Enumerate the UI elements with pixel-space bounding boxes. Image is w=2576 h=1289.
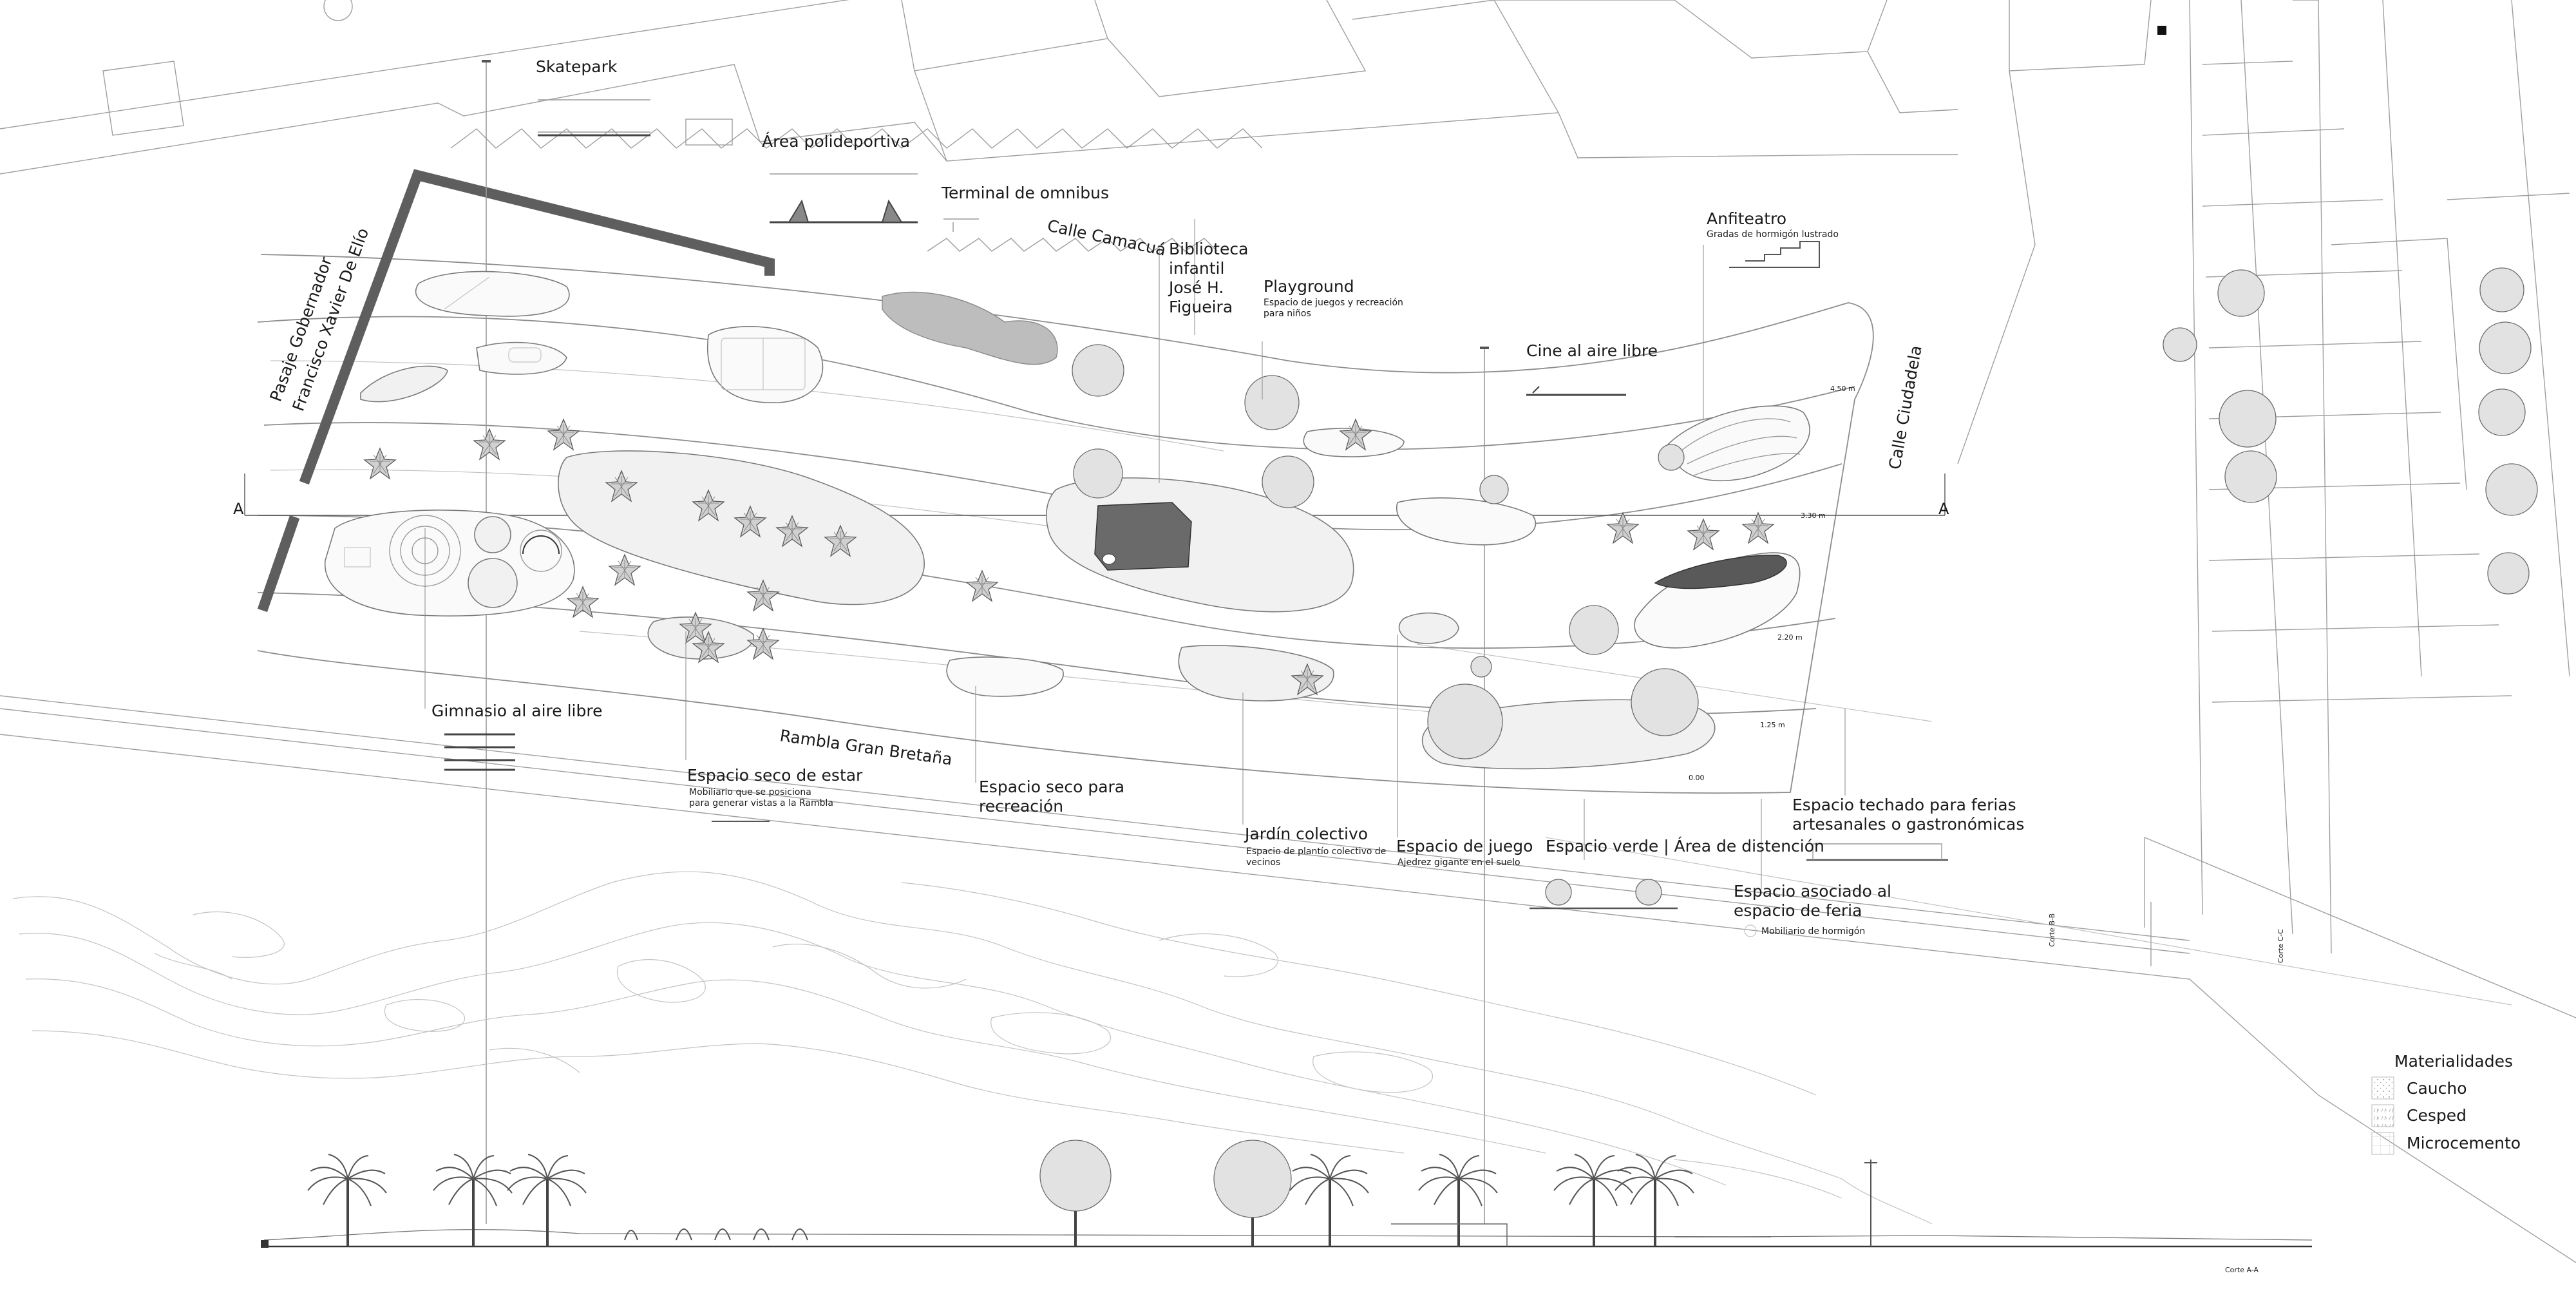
materials-legend: Materialidades Caucho Cesped Microcement… (2371, 1052, 2521, 1155)
library-roof (1094, 502, 1192, 571)
label-jardin: Jardín colectivo (1244, 825, 1368, 843)
label-seco-recreacion-1: Espacio seco para (979, 778, 1124, 796)
section-a-right: A (1938, 500, 1949, 518)
label-techado-2: artesanales o gastronómicas (1792, 815, 2024, 834)
label-feria-desc: Mobiliario de hormigón (1761, 926, 1865, 937)
water-feature (1654, 555, 1787, 589)
street-zigzag-edge (450, 128, 1263, 149)
label-verde: Espacio verde | Área de distención (1546, 837, 1824, 855)
coastline-contours (12, 871, 1933, 1225)
label-biblioteca-2: infantil (1169, 259, 1224, 278)
label-biblioteca-3: José H. (1168, 278, 1224, 297)
pond (882, 291, 1058, 365)
label-jardin-desc-2: vecinos (1246, 857, 1280, 868)
label-juego: Espacio de juego (1396, 837, 1533, 855)
label-playground: Playground (1264, 277, 1354, 296)
legend-item-cesped: Cesped (2407, 1106, 2467, 1125)
label-anfiteatro: Anfiteatro (1707, 209, 1786, 228)
level-mark-5: 0.00 (1689, 774, 1705, 782)
label-seco-estar-desc-2: para generar vistas a la Rambla (689, 798, 833, 808)
legend-swatch-microcemento (2371, 1132, 2394, 1155)
level-mark-2: 3.30 m (1801, 511, 1826, 520)
street-ciudadela: Calle Ciudadela (1885, 344, 1925, 471)
level-marks: 4.50 m 3.30 m 2.20 m 1.25 m 0.00 (1689, 385, 1855, 782)
level-mark-3: 2.20 m (1777, 633, 1803, 642)
label-seco-estar-desc-1: Mobiliario que se posiciona (689, 787, 811, 797)
street-camacua: Calle Camacuá (1046, 216, 1168, 260)
label-feria-1: Espacio asociado al (1734, 882, 1891, 901)
legend-item-caucho: Caucho (2407, 1079, 2467, 1098)
section-corte-bb: Corte B-B (2048, 913, 2056, 947)
section-corte-aa: Corte A-A (2225, 1266, 2259, 1274)
legend-item-microcemento: Microcemento (2407, 1134, 2521, 1152)
street-rambla: Rambla Gran Bretaña (779, 726, 953, 769)
label-skatepark: Skatepark (536, 57, 618, 76)
label-playground-desc-1: Espacio de juegos y recreación (1264, 298, 1403, 308)
section-a-left: A (233, 500, 244, 518)
legend-title: Materialidades (2394, 1052, 2513, 1071)
round-trees (1072, 267, 2538, 759)
leader-lines (424, 219, 1846, 889)
label-feria-2: espacio de feria (1734, 901, 1862, 920)
label-biblioteca-4: Figueira (1169, 298, 1233, 316)
area-labels: Skatepark Área polideportiva Terminal de… (431, 57, 2024, 937)
perimeter-wall-short (257, 515, 300, 613)
label-seco-recreacion-2: recreación (979, 797, 1063, 816)
perimeter-wall (299, 169, 775, 485)
label-jardin-desc-1: Espacio de plantío colectivo de (1246, 846, 1386, 857)
label-techado-1: Espacio techado para ferias (1792, 796, 2016, 814)
section-elevation (261, 1140, 2313, 1248)
label-anfiteatro-desc: Gradas de hormigón lustrado (1707, 229, 1839, 240)
level-mark-4: 1.25 m (1760, 721, 1785, 729)
legend-swatch-caucho (2371, 1076, 2394, 1100)
label-cine: Cine al aire libre (1526, 341, 1658, 360)
section-marks: A A Corte A-A Corte B-B Corte C-C (233, 500, 2285, 1274)
label-polideportiva: Área polideportiva (762, 132, 910, 151)
park-beds (325, 271, 1810, 770)
label-juego-desc: Ajedrez gigante en el suelo (1397, 857, 1520, 868)
level-mark-1: 4.50 m (1830, 385, 1855, 393)
label-gimnasio: Gimnasio al aire libre (431, 702, 602, 720)
label-sketches (444, 99, 1948, 910)
label-terminal: Terminal de omnibus (941, 184, 1109, 202)
label-playground-desc-2: para niños (1264, 309, 1311, 319)
section-corte-cc: Corte C-C (2277, 929, 2285, 963)
label-seco-estar: Espacio seco de estar (687, 766, 863, 785)
label-biblioteca-1: Biblioteca (1169, 240, 1248, 258)
urban-context (0, 0, 2576, 1263)
legend-swatch-cesped (2371, 1104, 2394, 1127)
street-zigzag-edge-2 (927, 238, 1218, 252)
